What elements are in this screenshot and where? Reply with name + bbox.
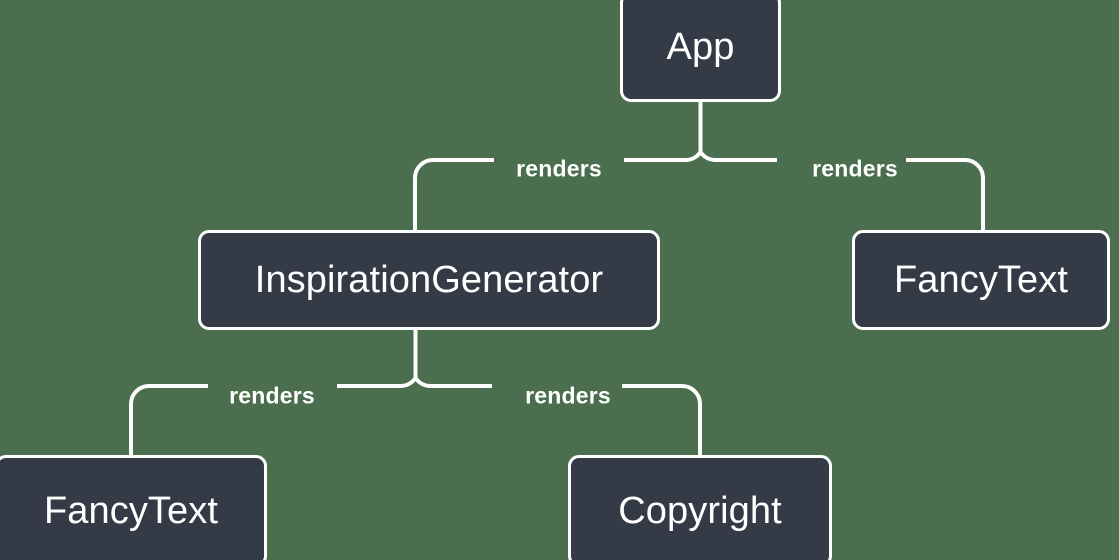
edge-label-inspiration-generator-to-fancy-text: renders: [229, 382, 315, 409]
node-inspiration-generator[interactable]: InspirationGenerator: [198, 230, 660, 330]
node-fancy-text-bottom-left[interactable]: FancyText: [0, 455, 267, 560]
node-copyright-label: Copyright: [618, 490, 782, 532]
edge-label-app-to-inspiration-generator: renders: [516, 155, 602, 182]
node-fancy-text-right[interactable]: FancyText: [852, 230, 1110, 330]
node-fancy-text-bottom-left-label: FancyText: [43, 490, 219, 532]
edge-label-app-to-fancy-text-right: renders: [812, 155, 898, 182]
node-fancy-text-right-label: FancyText: [893, 259, 1069, 301]
node-app[interactable]: App: [620, 0, 781, 102]
node-copyright[interactable]: Copyright: [568, 455, 832, 560]
node-inspiration-generator-label: InspirationGenerator: [254, 259, 604, 301]
edge-label-inspiration-generator-to-copyright: renders: [525, 382, 611, 409]
node-app-label: App: [666, 26, 735, 68]
